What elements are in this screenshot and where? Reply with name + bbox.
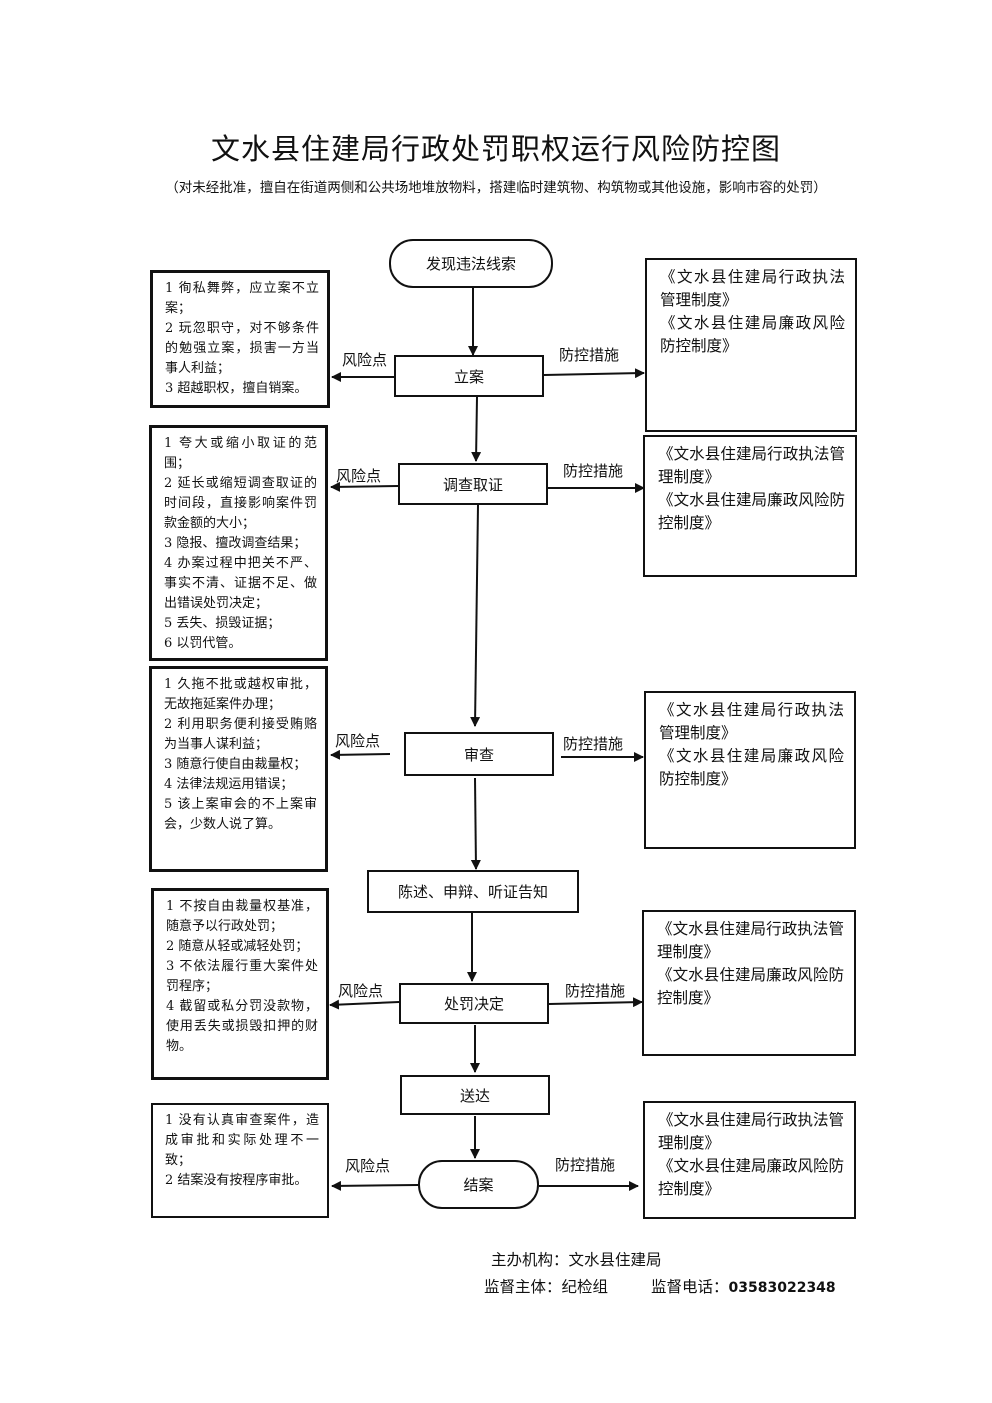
- measure-label: 防控措施: [565, 982, 626, 1000]
- risk-item: 1 不按自由裁量权基准，随意予以行政处罚；: [166, 899, 318, 934]
- measure-box-close: 《文水县住建局行政执法管理制度》 《文水县住建局廉政风险防控制度》: [643, 1101, 856, 1219]
- flow-step-delivery: 送达: [400, 1075, 550, 1115]
- risk-item: 5 丢失、损毁证据；: [164, 616, 281, 631]
- risk-label: 风险点: [345, 1157, 391, 1175]
- flow-start-node: 发现违法线索: [389, 239, 553, 288]
- risk-box-decision: 1 不按自由裁量权基准，随意予以行政处罚； 2 随意从轻或减轻处罚； 3 不依法…: [151, 888, 329, 1080]
- risk-item: 3 随意行使自由裁量权；: [164, 757, 307, 772]
- risk-box-close: 1 没有认真审查案件，造成审批和实际处理不一致； 2 结案没有按程序审批。: [151, 1103, 329, 1218]
- measure-item: 《文水县住建局廉政风险防控制度》: [657, 966, 844, 1007]
- page-title: 文水县住建局行政处罚职权运行风险防控图: [210, 132, 781, 166]
- risk-arrow: [330, 749, 391, 760]
- footer-phone-number: 03583022348: [728, 1280, 836, 1296]
- risk-label: 风险点: [342, 351, 388, 369]
- measure-label: 防控措施: [563, 735, 624, 753]
- risk-item: 2 结案没有按程序审批。: [165, 1173, 308, 1188]
- measure-label: 防控措施: [555, 1156, 616, 1174]
- risk-box-review: 1 久拖不批或越权审批，无故拖延案件办理； 2 利用职务便利接受贿赂为当事人谋利…: [149, 666, 328, 872]
- risk-item: 2 随意从轻或减轻处罚；: [166, 939, 309, 954]
- risk-item: 1 久拖不批或越权审批，无故拖延案件办理；: [164, 677, 317, 712]
- footer-phone: 监督电话：03583022348: [651, 1275, 836, 1297]
- flow-step-review: 审查: [404, 732, 554, 776]
- measure-label: 防控措施: [559, 346, 620, 364]
- flow-step-investigate: 调查取证: [398, 463, 548, 505]
- risk-label: 风险点: [335, 732, 381, 750]
- measure-item: 《文水县住建局行政执法管理制度》: [659, 701, 844, 742]
- measure-box-review: 《文水县住建局行政执法管理制度》 《文水县住建局廉政风险防控制度》: [644, 691, 856, 849]
- flow-arrow: [470, 504, 481, 727]
- footer-phone-label: 监督电话：: [651, 1278, 729, 1296]
- measure-item: 《文水县住建局行政执法管理制度》: [657, 920, 844, 961]
- risk-item: 4 办案过程中把关不严、事实不清、证据不足、做出错误处罚决定；: [164, 556, 317, 611]
- risk-item: 1 徇私舞弊，应立案不立案；: [165, 281, 319, 316]
- risk-label: 风险点: [338, 982, 384, 1000]
- measure-item: 《文水县住建局廉政风险防控制度》: [659, 747, 844, 788]
- risk-item: 4 法律法规运用错误；: [164, 777, 294, 792]
- measure-arrow: [548, 997, 643, 1008]
- measure-item: 《文水县住建局廉政风险防控制度》: [658, 1157, 845, 1198]
- risk-item: 6 以罚代管。: [164, 636, 242, 651]
- flow-end-node: 结案: [418, 1160, 539, 1209]
- measure-item: 《文水县住建局行政执法管理制度》: [658, 445, 845, 486]
- measure-label: 防控措施: [563, 462, 624, 480]
- risk-box-investigate: 1 夸大或缩小取证的范围； 2 延长或缩短调查取证的时间段，直接影响案件罚款金额…: [149, 425, 328, 661]
- risk-item: 2 利用职务便利接受贿赂为当事人谋利益；: [164, 717, 317, 752]
- risk-item: 1 没有认真审查案件，造成审批和实际处理不一致；: [165, 1113, 319, 1168]
- flow-step-register: 立案: [394, 355, 544, 397]
- risk-item: 5 该上案审会的不上案审会，少数人说了算。: [164, 797, 317, 832]
- risk-item: 3 超越职权，擅自销案。: [165, 381, 308, 396]
- measure-box-investigate: 《文水县住建局行政执法管理制度》 《文水县住建局廉政风险防控制度》: [643, 435, 857, 577]
- measure-item: 《文水县住建局廉政风险防控制度》: [660, 314, 845, 355]
- risk-arrow: [330, 481, 399, 492]
- risk-arrow: [331, 1180, 419, 1191]
- flow-step-decision: 处罚决定: [399, 983, 549, 1024]
- measure-box-register: 《文水县住建局行政执法管理制度》 《文水县住建局廉政风险防控制度》: [645, 258, 857, 432]
- risk-item: 3 不依法履行重大案件处罚程序；: [166, 959, 318, 994]
- measure-item: 《文水县住建局行政执法管理制度》: [658, 1111, 845, 1152]
- flow-step-notice: 陈述、申辩、听证告知: [367, 870, 579, 913]
- footer-organizer: 主办机构：文水县住建局: [491, 1251, 662, 1269]
- measure-box-decision: 《文水县住建局行政执法管理制度》 《文水县住建局廉政风险防控制度》: [642, 910, 856, 1056]
- risk-item: 1 夸大或缩小取证的范围；: [164, 436, 317, 471]
- page-subtitle: （对未经批准，擅自在街道两侧和公共场地堆放物料，搭建临时建筑物、构筑物或其他设施…: [165, 180, 827, 196]
- risk-label: 风险点: [336, 467, 382, 485]
- measure-arrow: [543, 368, 645, 379]
- risk-item: 3 隐报、擅改调查结果；: [164, 536, 307, 551]
- risk-arrow: [329, 999, 400, 1010]
- footer-supervisor: 监督主体：纪检组: [484, 1278, 609, 1296]
- flow-arrow: [470, 777, 481, 870]
- risk-item: 2 玩忽职守，对不够条件的勉强立案，损害一方当事人利益；: [165, 321, 319, 376]
- risk-item: 2 延长或缩短调查取证的时间段，直接影响案件罚款金额的大小；: [164, 476, 317, 531]
- measure-item: 《文水县住建局廉政风险防控制度》: [658, 491, 845, 532]
- risk-item: 4 截留或私分罚没款物，使用丢失或损毁扣押的财物。: [166, 999, 318, 1054]
- risk-box-register: 1 徇私舞弊，应立案不立案； 2 玩忽职守，对不够条件的勉强立案，损害一方当事人…: [150, 270, 330, 408]
- measure-item: 《文水县住建局行政执法管理制度》: [660, 268, 845, 309]
- flow-arrow: [471, 396, 482, 462]
